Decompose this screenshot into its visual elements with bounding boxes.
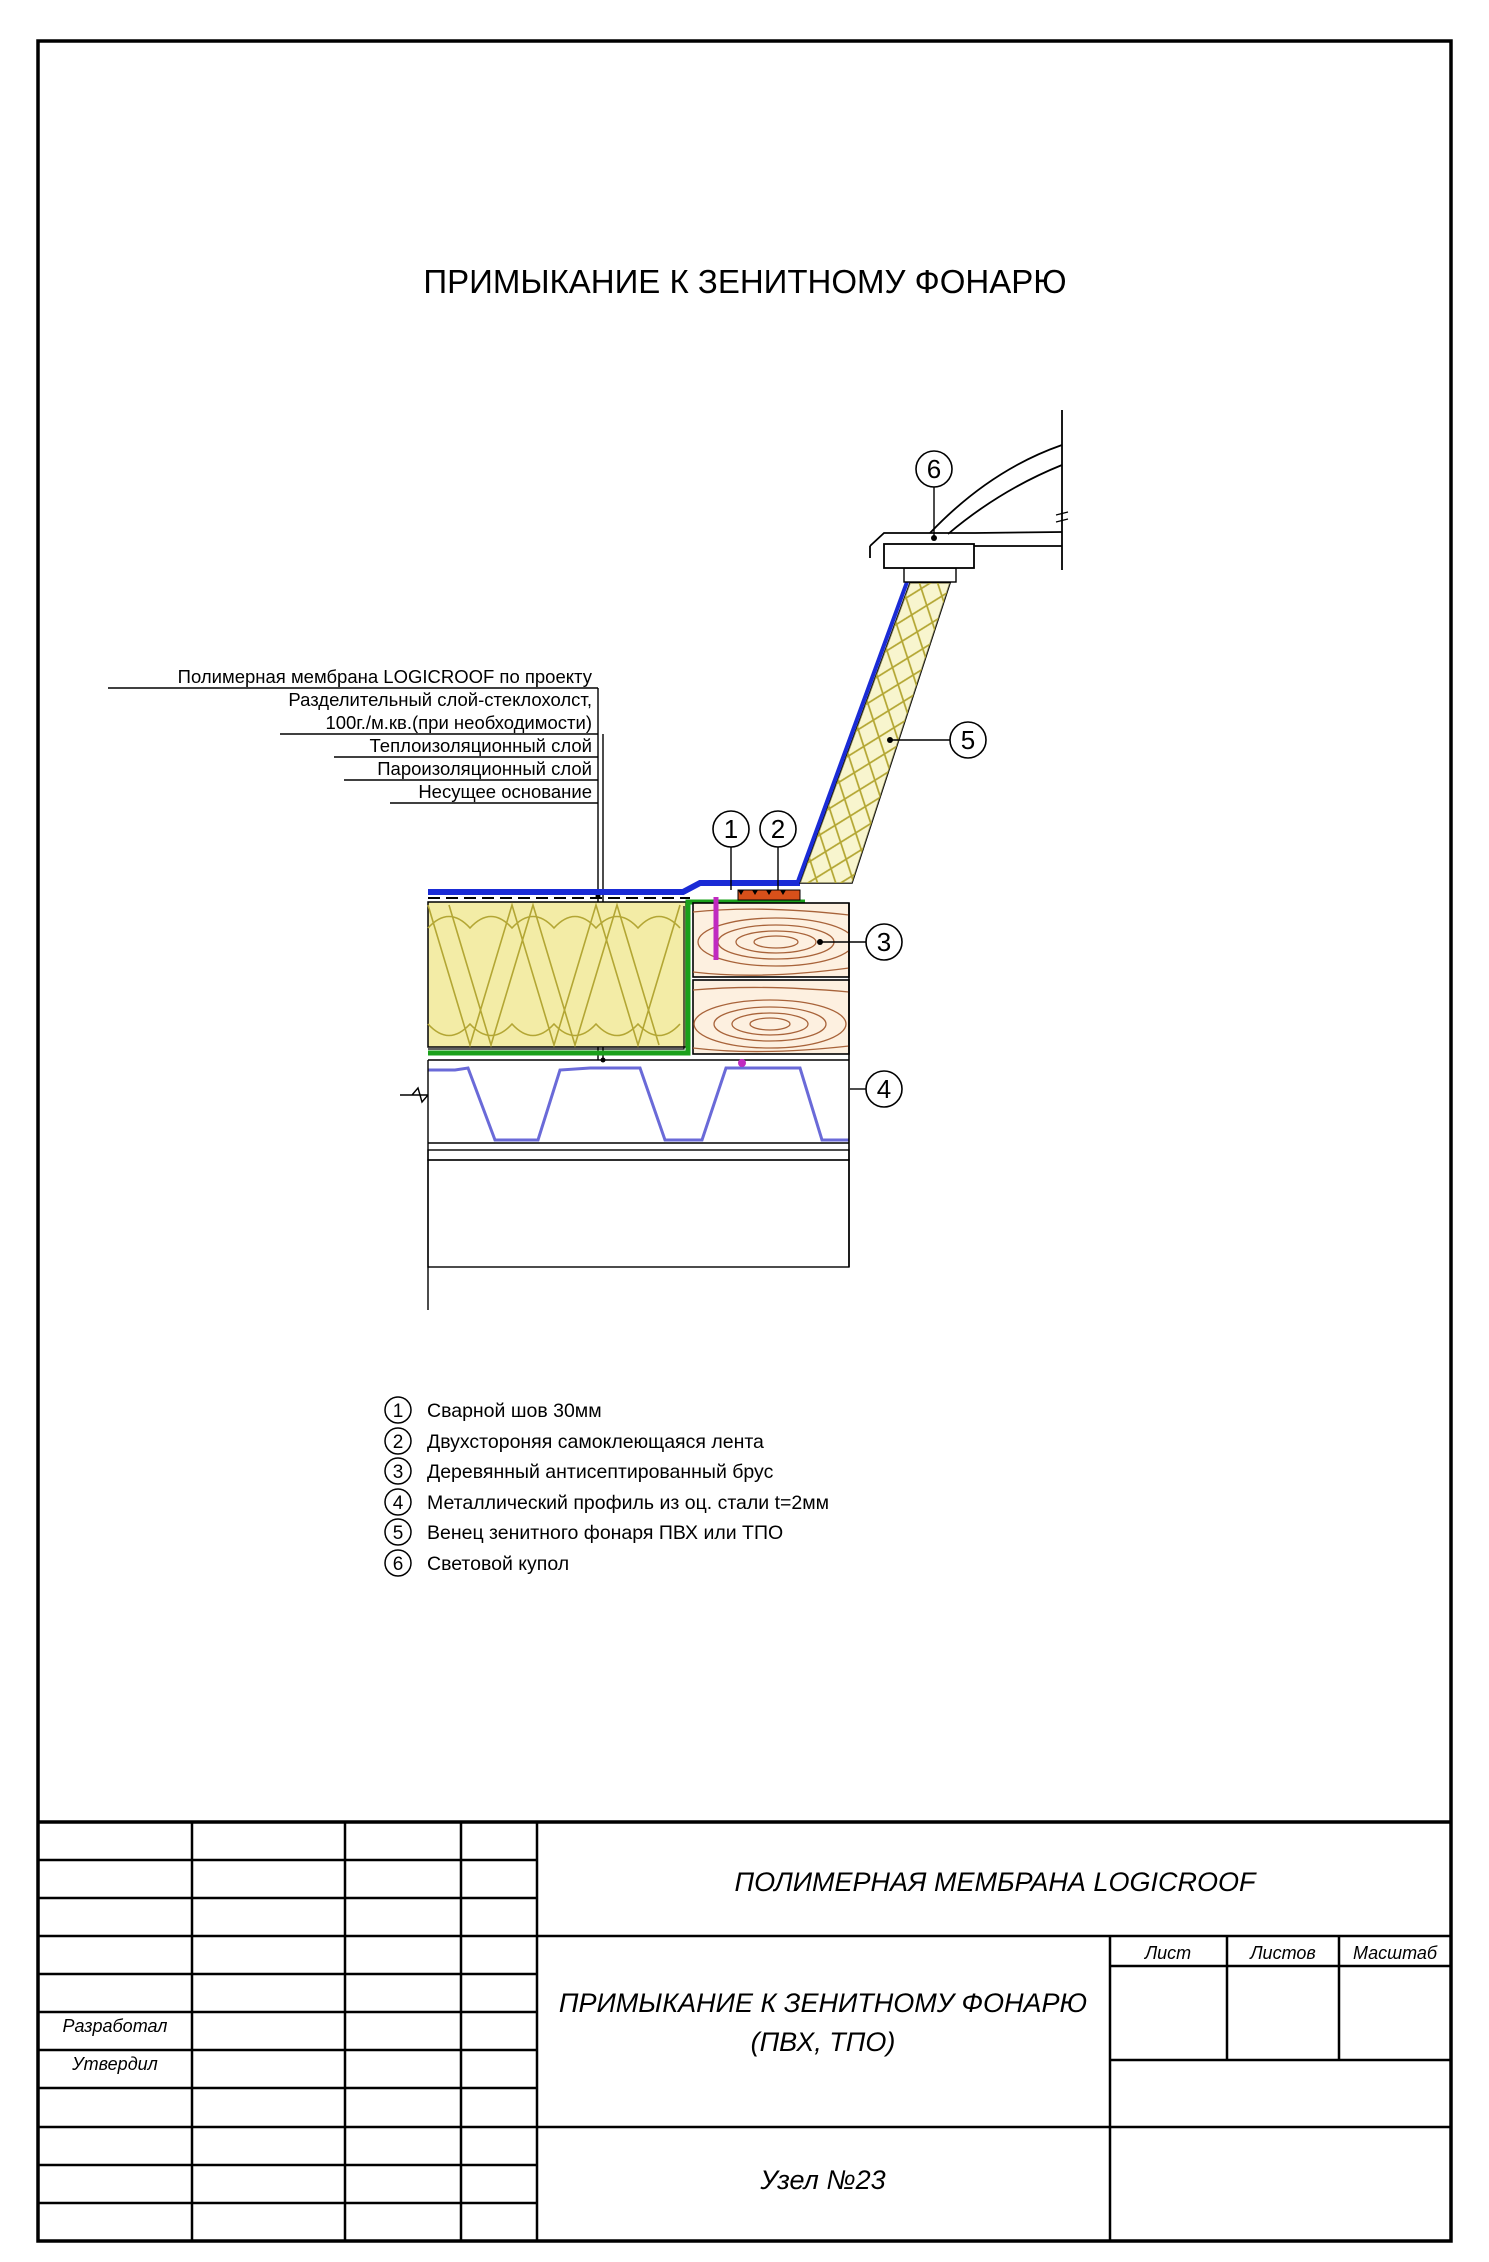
wood-beam-lower (692, 979, 850, 1055)
legend: 1 Сварной шов 30мм 2 Двухстороняя самокл… (384, 1396, 829, 1577)
svg-text:Металлический профиль из оц. с: Металлический профиль из оц. стали t=2мм (427, 1492, 829, 1514)
sheets-label: Листов (1249, 1943, 1316, 1963)
insulation-layer (427, 901, 687, 1048)
svg-text:3: 3 (393, 1462, 404, 1483)
svg-text:Световой купол: Световой купол (427, 1553, 569, 1575)
svg-text:5: 5 (961, 725, 975, 755)
svg-text:Сварной шов 30мм: Сварной шов 30мм (427, 1400, 602, 1422)
svg-text:1: 1 (393, 1401, 404, 1422)
sheet-label: Лист (1144, 1943, 1191, 1963)
legend-item: 4 Металлический профиль из оц. стали t=2… (384, 1488, 829, 1516)
callout-6: 6 (915, 450, 953, 541)
scale-label: Масштаб (1353, 1943, 1438, 1963)
svg-text:2: 2 (393, 1432, 404, 1453)
roof-section (400, 410, 1069, 1310)
legend-item: 1 Сварной шов 30мм (384, 1396, 602, 1424)
legend-item: 3 Деревянный антисептированный брус (384, 1457, 774, 1485)
legend-item: 5 Венец зенитного фонаря ПВХ или ТПО (384, 1518, 783, 1546)
layer-label-vapor-barrier: Пароизоляционный слой (377, 758, 592, 779)
svg-text:1: 1 (724, 814, 738, 844)
wood-beam-upper (692, 902, 850, 978)
callout-2: 2 (759, 810, 797, 890)
legend-item: 2 Двухстороняя самоклеющаяся лента (384, 1427, 764, 1455)
steel-profile (400, 903, 850, 1310)
svg-text:Венец зенитного фонаря ПВХ или: Венец зенитного фонаря ПВХ или ТПО (427, 1522, 783, 1544)
layer-label-separator-density: 100г./м.кв.(при необходимости) (325, 712, 592, 733)
light-dome (869, 410, 1069, 570)
title-block: ПОЛИМЕРНАЯ МЕМБРАНА LOGICROOF ПРИМЫКАНИЕ… (38, 1820, 1451, 2241)
layer-label-base: Несущее основание (418, 781, 592, 802)
svg-text:4: 4 (877, 1074, 891, 1104)
drawing-title-line2: (ПВХ, ТПО) (751, 2027, 896, 2057)
vapor-barrier-line (428, 899, 805, 1056)
node-number: Узел №23 (759, 2165, 885, 2195)
legend-item: 6 Световой купол (384, 1549, 569, 1577)
svg-text:2: 2 (771, 814, 785, 844)
svg-text:6: 6 (927, 454, 941, 484)
callout-5: 5 (887, 721, 987, 759)
layer-label-membrane: Полимерная мембрана LOGICROOF по проекту (178, 666, 593, 687)
sheet-frame (36, 39, 1453, 2243)
membrane-line (428, 880, 800, 895)
callout-1: 1 (712, 810, 750, 890)
approved-label: Утвердил (71, 2054, 158, 2074)
layer-label-insulation: Теплоизоляционный слой (370, 735, 592, 756)
svg-text:Двухстороняя самоклеющаяся лен: Двухстороняя самоклеющаяся лента (427, 1431, 764, 1453)
svg-text:5: 5 (393, 1523, 404, 1544)
layer-labels: Полимерная мембрана LOGICROOF по проекту… (108, 666, 606, 1063)
svg-text:Деревянный антисептированный б: Деревянный антисептированный брус (427, 1461, 774, 1483)
page-title: ПРИМЫКАНИЕ К ЗЕНИТНОМУ ФОНАРЮ (423, 263, 1066, 300)
svg-text:4: 4 (393, 1493, 404, 1514)
callout-4: 4 (850, 1070, 903, 1108)
drawing-title-line1: ПРИМЫКАНИЕ К ЗЕНИТНОМУ ФОНАРЮ (559, 1988, 1087, 2018)
skylight-upstand (795, 567, 957, 885)
callout-3: 3 (817, 923, 903, 961)
callouts: 1 2 3 4 5 6 (712, 450, 987, 1108)
svg-text:6: 6 (393, 1554, 404, 1575)
svg-text:3: 3 (877, 927, 891, 957)
developed-label: Разработал (63, 2016, 168, 2036)
product-name: ПОЛИМЕРНАЯ МЕМБРАНА LOGICROOF (735, 1867, 1257, 1897)
layer-label-separator: Разделительный слой-стеклохолст, (288, 689, 592, 710)
